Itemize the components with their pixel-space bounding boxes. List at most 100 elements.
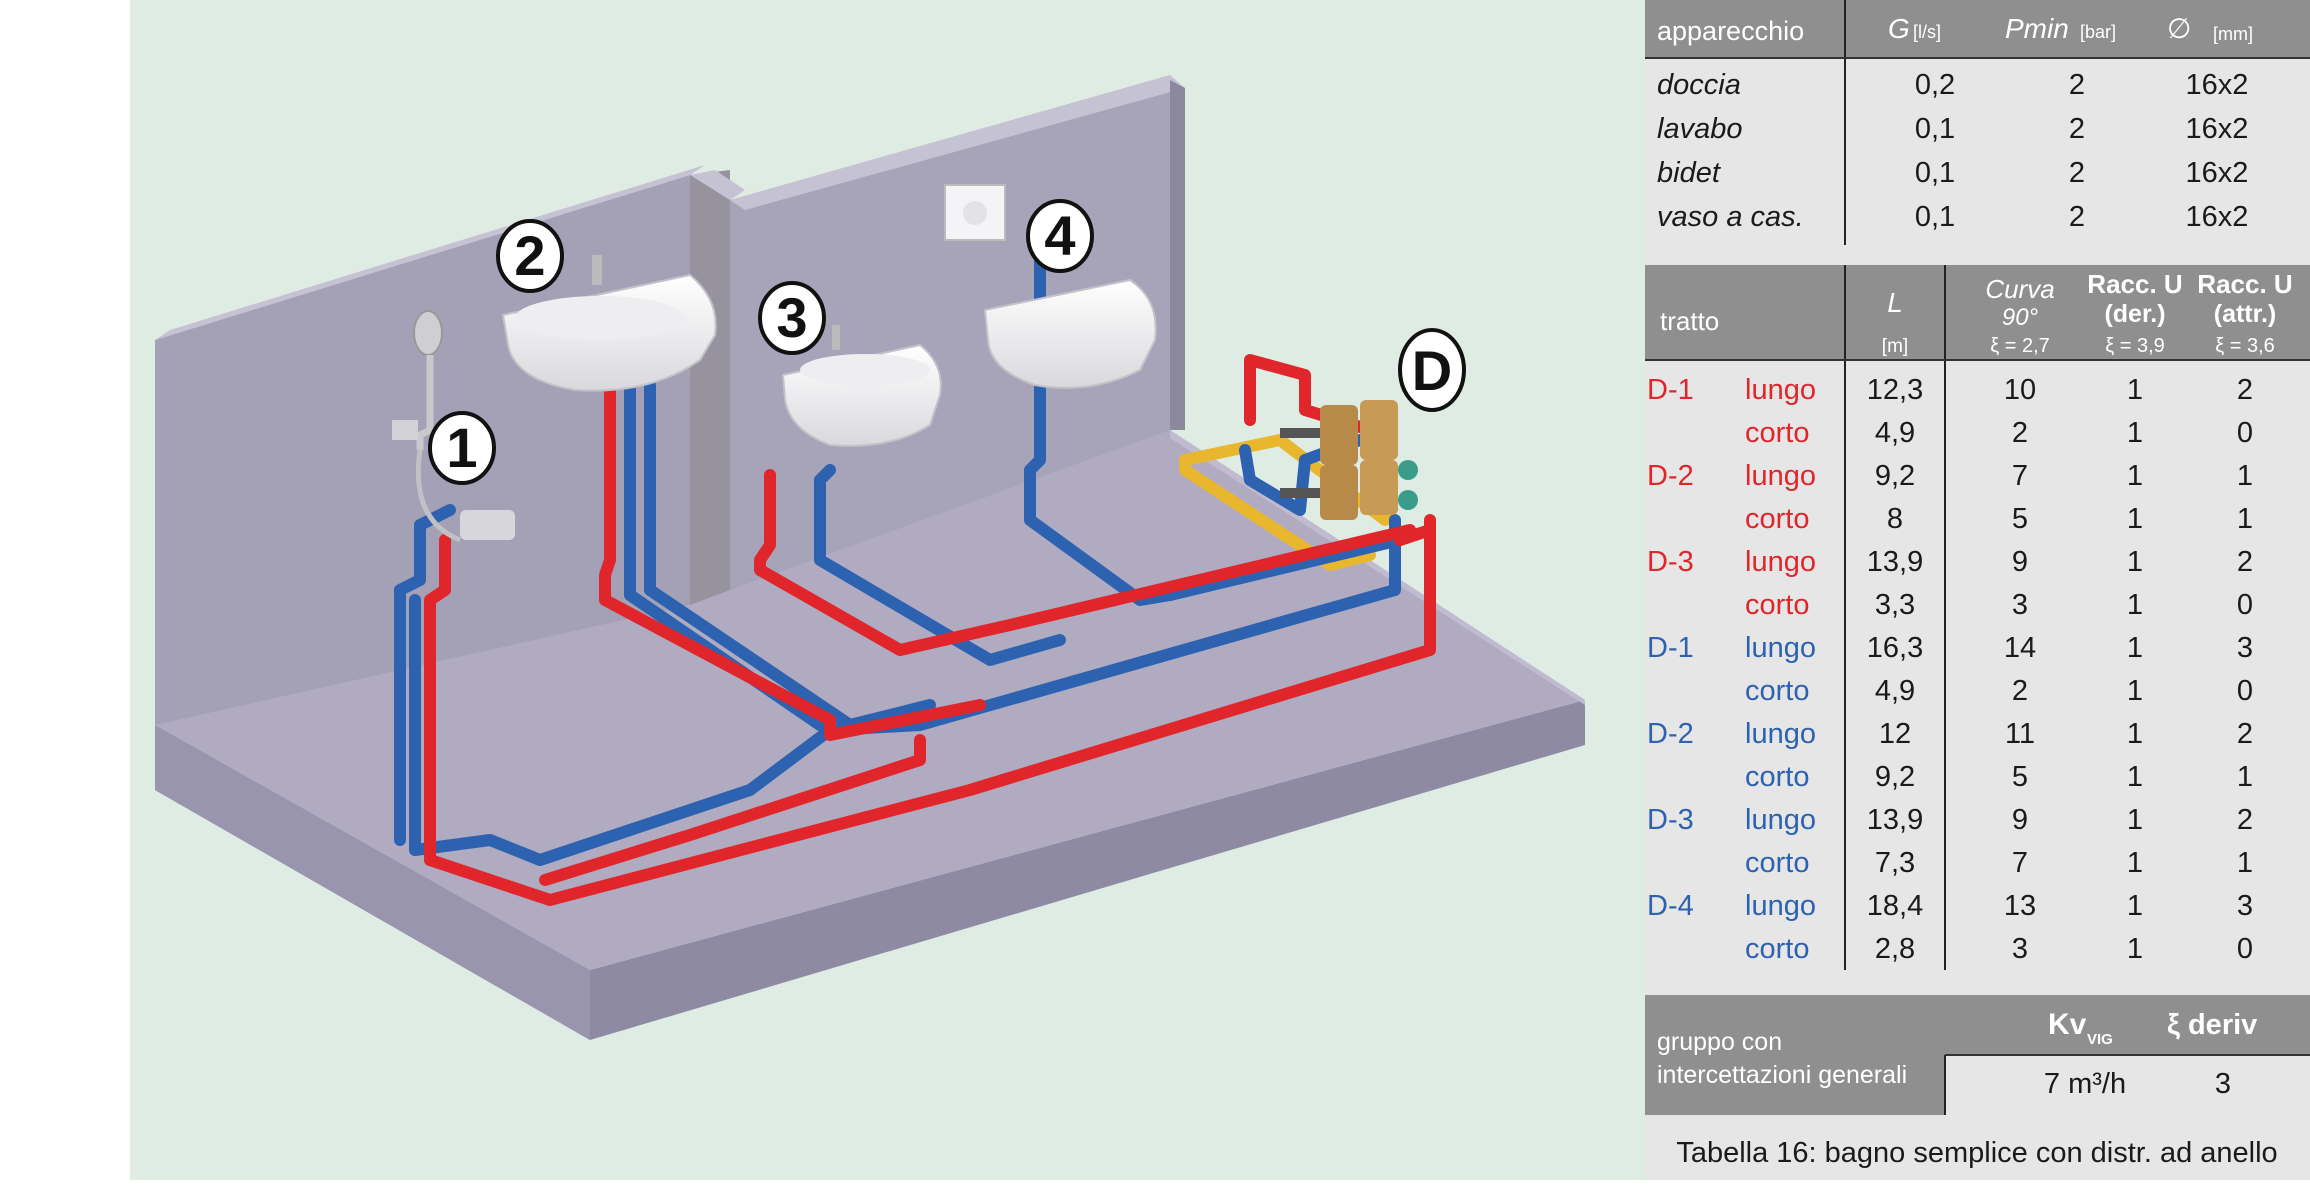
- row-l: 4,9: [1875, 675, 1915, 707]
- row-code: D-1: [1647, 632, 1694, 664]
- row-l: 16,3: [1867, 632, 1923, 664]
- wall-hung-wc: [944, 184, 1157, 389]
- header-g-unit: [l/s]: [1913, 22, 1941, 42]
- gruppo-label-2: intercettazioni generali: [1657, 1061, 1907, 1089]
- row-racc-attr: 0: [2237, 933, 2253, 965]
- row-curva: 14: [2004, 632, 2036, 664]
- row-l: 13,9: [1867, 546, 1923, 578]
- header-curva-xi: ξ = 2,7: [1990, 335, 2050, 357]
- row-diam: 16x2: [2186, 157, 2249, 189]
- xi-value: 3: [2215, 1068, 2231, 1100]
- row-racc-attr: 2: [2237, 546, 2253, 578]
- row-racc-der: 1: [2127, 460, 2143, 492]
- row-code: D-2: [1647, 718, 1694, 750]
- row-l: 18,4: [1867, 890, 1923, 922]
- table-caption: Tabella 16: bagno semplice con distr. ad…: [1676, 1137, 2277, 1169]
- row-l: 8: [1887, 503, 1903, 535]
- svg-text:1: 1: [446, 416, 477, 479]
- row-code: D-3: [1647, 546, 1694, 578]
- header-racc-der-sub: (der.): [2104, 300, 2165, 328]
- row-l: 3,3: [1875, 589, 1915, 621]
- data-tables: apparecchio G [l/s] Pmin [bar] ∅ [mm] do…: [1645, 0, 2310, 1180]
- label-d: D: [1398, 328, 1466, 412]
- row-code: D-1: [1647, 374, 1694, 406]
- washbasin: [501, 255, 717, 392]
- row-racc-der: 1: [2127, 503, 2143, 535]
- gruppo-label-1: gruppo con: [1657, 1028, 1782, 1056]
- header-racc-attr-sub: (attr.): [2214, 300, 2277, 328]
- header-g: G: [1888, 13, 1910, 44]
- table-apparecchi: apparecchio G [l/s] Pmin [bar] ∅ [mm] do…: [1645, 0, 2310, 245]
- header-racc-der: Racc. U: [2087, 269, 2182, 299]
- bathroom-illustration: 1 2 3 4 D: [155, 75, 1585, 1040]
- row-apparecchio: lavabo: [1657, 113, 1742, 145]
- row-racc-attr: 3: [2237, 632, 2253, 664]
- header-apparecchio: apparecchio: [1657, 16, 1804, 46]
- row-racc-der: 1: [2127, 847, 2143, 879]
- row-racc-attr: 2: [2237, 374, 2253, 406]
- row-apparecchio: doccia: [1657, 69, 1741, 101]
- svg-text:4: 4: [1044, 204, 1075, 267]
- row-curva: 5: [2012, 761, 2028, 793]
- row-type: corto: [1745, 761, 1809, 793]
- row-curva: 7: [2012, 460, 2028, 492]
- row-type: corto: [1745, 417, 1809, 449]
- header-l: L: [1887, 287, 1903, 318]
- row-type: lungo: [1745, 632, 1816, 664]
- hot-water-pipes: [424, 354, 1436, 906]
- kv-value: 7 m³/h: [2044, 1068, 2126, 1100]
- header-curva-deg: 90°: [2002, 304, 2039, 331]
- row-curva: 5: [2012, 503, 2028, 535]
- row-diam: 16x2: [2186, 69, 2249, 101]
- row-l: 13,9: [1867, 804, 1923, 836]
- row-racc-attr: 0: [2237, 675, 2253, 707]
- header-l-unit: [m]: [1882, 336, 1908, 357]
- label-3: 3: [758, 281, 826, 355]
- row-curva: 9: [2012, 546, 2028, 578]
- label-4: 4: [1026, 199, 1094, 273]
- row-curva: 2: [2012, 417, 2028, 449]
- row-curva: 13: [2004, 890, 2036, 922]
- row-l: 9,2: [1875, 460, 1915, 492]
- header-tratto: tratto: [1660, 306, 1719, 336]
- row-type: lungo: [1745, 460, 1816, 492]
- header-pmin: Pmin: [2005, 13, 2069, 44]
- row-code: D-4: [1647, 890, 1694, 922]
- row-l: 9,2: [1875, 761, 1915, 793]
- row-diam: 16x2: [2186, 113, 2249, 145]
- row-type: corto: [1745, 503, 1809, 535]
- row-g: 0,1: [1915, 201, 1955, 233]
- header-diam-unit: [mm]: [2213, 24, 2253, 44]
- row-code: D-3: [1647, 804, 1694, 836]
- row-pmin: 2: [2069, 201, 2085, 233]
- table-tratti: tratto L [m] Curva 90° ξ = 2,7 Racc. U (…: [1645, 265, 2310, 970]
- manifold: [1280, 400, 1418, 520]
- row-racc-der: 1: [2127, 890, 2143, 922]
- row-code: D-2: [1647, 460, 1694, 492]
- row-type: lungo: [1745, 546, 1816, 578]
- header-kv: Kv: [2048, 1008, 2087, 1041]
- row-curva: 11: [2005, 718, 2035, 750]
- row-racc-der: 1: [2127, 675, 2143, 707]
- header-xi-deriv: ξ deriv: [2167, 1009, 2257, 1041]
- row-racc-attr: 1: [2237, 761, 2253, 793]
- row-racc-der: 1: [2127, 761, 2143, 793]
- row-diam: 16x2: [2186, 201, 2249, 233]
- row-racc-attr: 1: [2237, 847, 2253, 879]
- row-type: lungo: [1745, 374, 1816, 406]
- row-curva: 3: [2012, 933, 2028, 965]
- svg-text:3: 3: [776, 286, 807, 349]
- header-curva: Curva: [1985, 274, 2054, 304]
- row-type: corto: [1745, 847, 1809, 879]
- row-pmin: 2: [2069, 157, 2085, 189]
- row-g: 0,1: [1915, 157, 1955, 189]
- row-l: 4,9: [1875, 417, 1915, 449]
- row-l: 2,8: [1875, 933, 1915, 965]
- row-type: corto: [1745, 675, 1809, 707]
- row-l: 12,3: [1867, 374, 1923, 406]
- row-racc-attr: 1: [2237, 460, 2253, 492]
- row-type: lungo: [1745, 718, 1816, 750]
- row-racc-attr: 0: [2237, 417, 2253, 449]
